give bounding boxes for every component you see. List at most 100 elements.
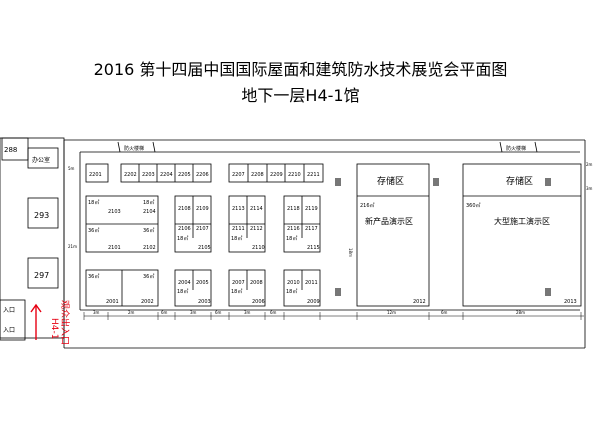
dim-12m: 12m [387, 310, 396, 315]
booth-2114-label: 2114 [250, 206, 263, 212]
booth-2116-label: 2116 [287, 226, 300, 232]
booth-2118-label: 2118 [287, 206, 300, 212]
booth-2103-label: 2103 [108, 209, 121, 215]
booth-row-2207-2211 [228, 163, 324, 183]
booth-2102-label: 2102 [143, 245, 156, 251]
dim-18m: 18m [348, 248, 353, 257]
booth-2011-label: 2011 [305, 280, 318, 286]
booth-2003-label: 2003 [198, 299, 211, 305]
dim-3m-b: 3m [190, 310, 197, 315]
booth-2105-label: 2105 [198, 245, 211, 251]
booth-2008-label: 2008 [250, 280, 263, 286]
booth-2006-label: 2006 [252, 299, 265, 305]
dim-6m-a: 6m [161, 310, 168, 315]
entry-label-b: 入口 [3, 327, 15, 334]
booth-2111-label: 2111 [232, 226, 245, 232]
booth-2207-label: 2207 [232, 172, 245, 178]
booth-2113-label: 2113 [232, 206, 245, 212]
booth-2007-label: 2007 [232, 280, 245, 286]
entrance-hall-label: H4-1 [49, 318, 59, 339]
booth-2205-label: 2205 [178, 172, 191, 178]
entry-box [0, 299, 26, 341]
stairs-right: 防火楼梯 [506, 145, 526, 152]
zone-2013 [462, 163, 582, 307]
booth-row-2202-2206 [120, 163, 212, 183]
entrance-arrows [30, 303, 42, 340]
dim-6m-b: 6m [215, 310, 222, 315]
booth-2010-label: 2010 [287, 280, 300, 286]
booth-2109-label: 2109 [196, 206, 209, 212]
area-36-b: 36㎡ [143, 227, 154, 234]
booth-2001-label: 2001 [106, 299, 119, 305]
booth-2104-label: 2104 [143, 209, 156, 215]
new-products-zone: 新产品演示区 [365, 216, 413, 226]
dim-6m-d: 6m [441, 310, 448, 315]
room-297: 297 [34, 271, 49, 280]
page-title: 2016 第十四届中国国际屋面和建筑防水技术展览会平面图 [93, 60, 508, 79]
booth-2110-label: 2110 [252, 245, 265, 251]
area-18-h: 18㎡ [286, 288, 297, 295]
stairs-left: 防火楼梯 [124, 145, 144, 152]
entrance-label: 观众出入口 [59, 300, 71, 345]
large-construction-zone: 大型施工演示区 [494, 216, 550, 226]
entry-label-a: 入口 [3, 307, 15, 314]
booth-2115-label: 2115 [307, 245, 320, 251]
office-box [27, 147, 59, 169]
booth-2005-label: 2005 [196, 280, 209, 286]
dim-6m-c: 6m [270, 310, 277, 315]
booth-2208-label: 2208 [251, 172, 264, 178]
booth-2201-label: 2201 [89, 172, 102, 178]
booth-2203-label: 2203 [142, 172, 155, 178]
room-293-box [27, 197, 59, 229]
area-36-d: 36㎡ [143, 273, 154, 280]
area-18-c: 18㎡ [177, 235, 188, 242]
dim-3m: 3m [93, 310, 100, 315]
booth-2117-label: 2117 [305, 226, 318, 232]
stair-marks [117, 141, 538, 153]
area-360: 360㎡ [466, 202, 481, 209]
booth-2101-label: 2101 [108, 245, 121, 251]
room-293: 293 [34, 211, 49, 220]
booth-2211-label: 2211 [307, 172, 320, 178]
booth-2009-label: 2009 [307, 299, 320, 305]
dim-5m: 5m [68, 166, 75, 171]
booth-2108-label: 2108 [178, 206, 191, 212]
area-18-b: 18㎡ [143, 199, 154, 206]
area-36-a: 36㎡ [88, 227, 99, 234]
area-18-g: 18㎡ [231, 288, 242, 295]
room-297-box [27, 257, 59, 289]
dim-2m-right: 2m [586, 162, 593, 167]
booth-2112-label: 2112 [250, 226, 263, 232]
booth-2119-label: 2119 [305, 206, 318, 212]
left-wing [0, 137, 65, 339]
page-subtitle: 地下一层H4-1馆 [241, 86, 360, 105]
storage-left: 存储区 [377, 175, 404, 187]
booth-2206-label: 2206 [196, 172, 209, 178]
dim-3m-c: 3m [244, 310, 251, 315]
dim-28m: 28m [516, 310, 525, 315]
inner-boundary [79, 151, 580, 311]
booth-2002-label: 2002 [141, 299, 154, 305]
office-label: 办公室 [32, 156, 50, 164]
equipment-marks [335, 178, 551, 296]
booth-2210-label: 2210 [288, 172, 301, 178]
dim-3m-right: 3m [586, 186, 593, 191]
zone-2013-label: 2013 [564, 299, 577, 305]
booth-2201 [85, 163, 109, 183]
area-18-f: 18㎡ [177, 288, 188, 295]
booth-2204-label: 2204 [160, 172, 173, 178]
zone-2012 [356, 163, 430, 307]
dim-21m: 21m [68, 244, 77, 249]
area-18-a: 18㎡ [88, 199, 99, 206]
area-36-c: 36㎡ [88, 273, 99, 280]
booth-2106-label: 2106 [178, 226, 191, 232]
area-216: 216㎡ [360, 202, 375, 209]
booth-2202-label: 2202 [124, 172, 137, 178]
area-18-e: 18㎡ [286, 235, 297, 242]
dim-2m: 2m [128, 310, 135, 315]
storage-right: 存储区 [506, 175, 533, 187]
zone-2012-label: 2012 [413, 299, 426, 305]
booth-2107-label: 2107 [196, 226, 209, 232]
booth-2004-label: 2004 [178, 280, 191, 286]
